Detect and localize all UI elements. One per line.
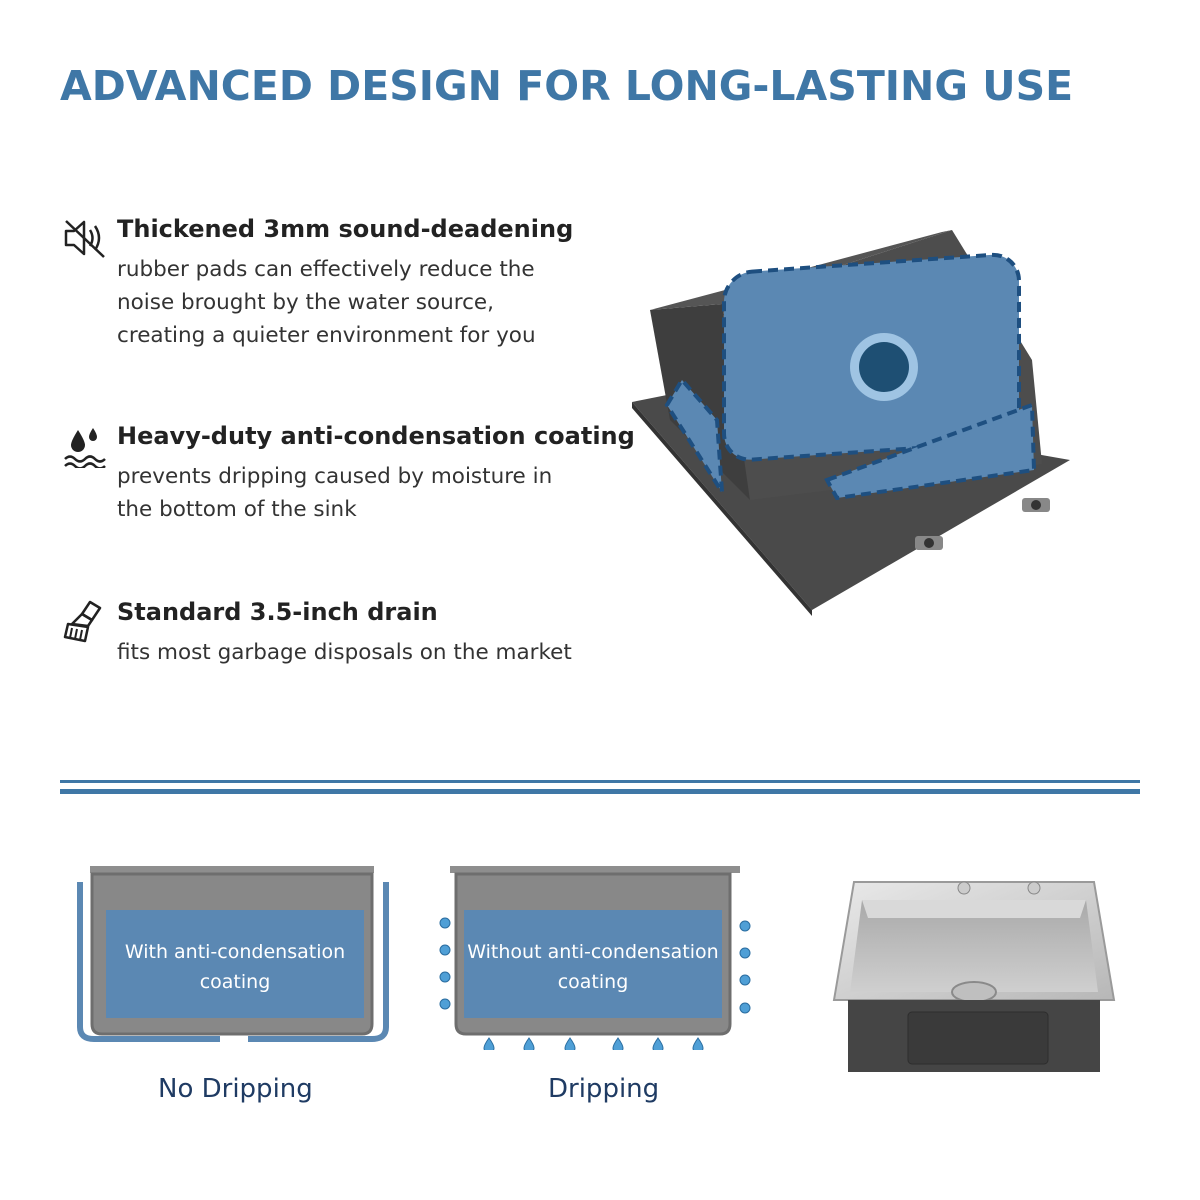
page-title: ADVANCED DESIGN FOR LONG-LASTING USE: [60, 62, 1074, 110]
sink-underside-image: [632, 230, 1070, 616]
dripping-caption: Dripping: [548, 1074, 660, 1104]
feature-body: rubber pads can effectively reduce the n…: [117, 257, 536, 348]
feature-body: prevents dripping caused by moisture in …: [117, 464, 553, 522]
sound-off-icon: [64, 220, 105, 258]
feature-heading: Standard 3.5-inch drain: [117, 598, 438, 626]
no-dripping-diagram: With anti-condensation coating: [76, 860, 396, 1050]
water-drops-icon: [64, 428, 106, 468]
sink-photo-image: [832, 881, 1116, 1072]
section-divider: [60, 780, 1140, 783]
no-dripping-caption: No Dripping: [158, 1074, 313, 1104]
section-divider: [60, 789, 1140, 794]
dripping-diagram: Without anti-condensation coating: [432, 860, 762, 1050]
feature-heading: Thickened 3mm sound-deadening: [117, 215, 574, 243]
panel-label: With anti-condensation coating: [124, 941, 346, 993]
feature-heading: Heavy-duty anti-condensation coating: [117, 422, 635, 450]
panel-label: Without anti-condensation coating: [467, 941, 719, 993]
brush-hand-icon: [63, 600, 102, 643]
feature-body: fits most garbage disposals on the marke…: [117, 640, 572, 665]
